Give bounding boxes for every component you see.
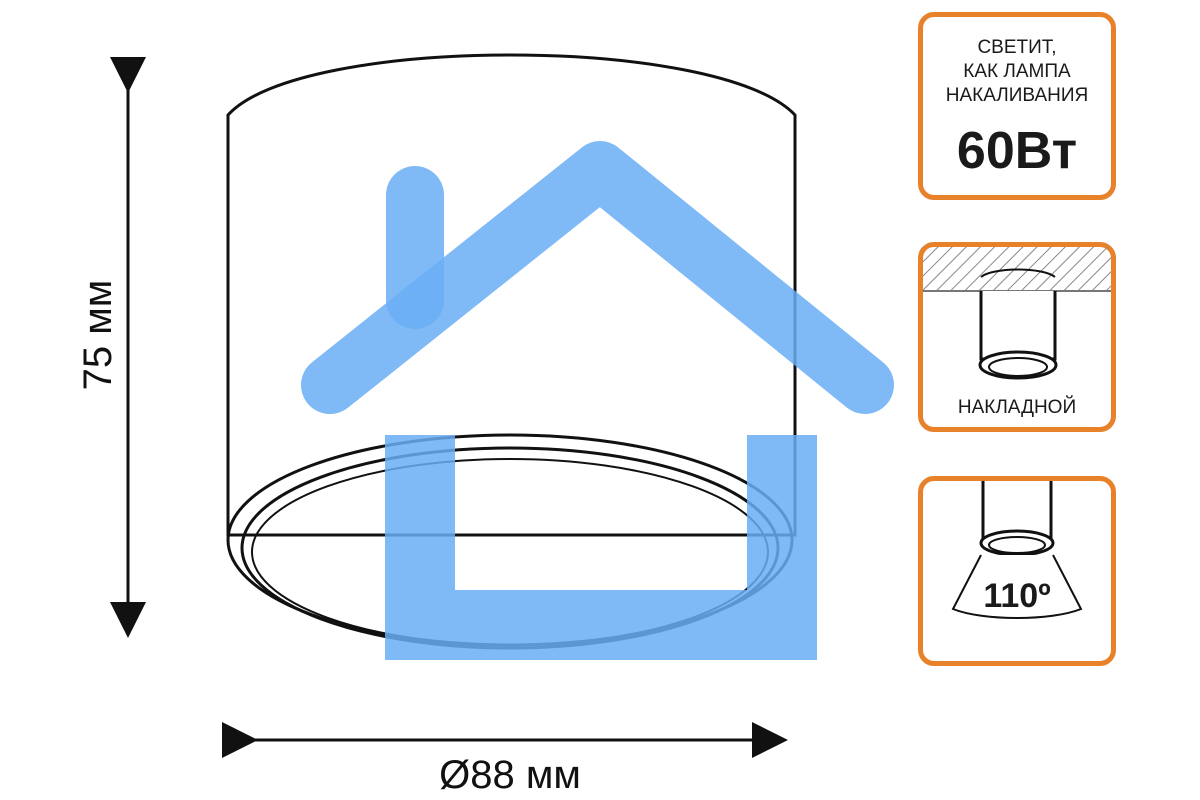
brightness-badge: СВЕТИТ, КАК ЛАМПА НАКАЛИВАНИЯ 60Вт xyxy=(918,12,1116,200)
house-icon xyxy=(301,141,894,660)
height-label: 75 мм xyxy=(76,279,120,391)
mounting-label: НАКЛАДНОЙ xyxy=(957,397,1077,418)
mounting-badge: НАКЛАДНОЙ xyxy=(918,242,1116,432)
surface-mount-lamp-icon xyxy=(923,247,1111,380)
beam-angle-badge: 110º xyxy=(918,476,1116,666)
lamp-drawing xyxy=(110,53,894,758)
beam-angle-lamp-icon xyxy=(951,481,1083,619)
lamp-body xyxy=(226,53,797,650)
brightness-line-2: КАК ЛАМПА xyxy=(963,61,1071,82)
wattage-value: 60Вт xyxy=(956,122,1078,180)
brightness-line-1: СВЕТИТ, xyxy=(977,37,1057,58)
diameter-label: Ø88 мм xyxy=(439,753,581,797)
brightness-line-3: НАКАЛИВАНИЯ xyxy=(945,85,1089,106)
beam-angle-label: 110º xyxy=(983,577,1051,615)
